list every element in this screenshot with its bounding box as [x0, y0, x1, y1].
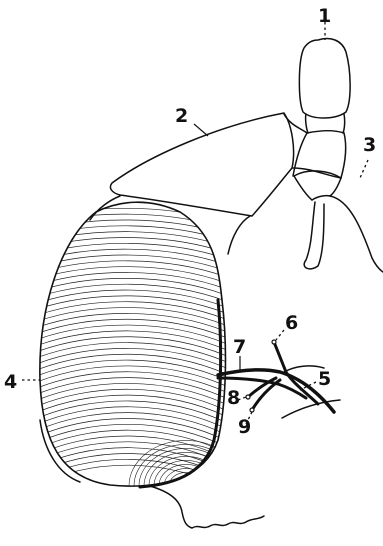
striation-line	[30, 348, 232, 370]
label-4: 4	[4, 371, 17, 393]
striation-line	[30, 302, 232, 322]
label-1: 1	[318, 5, 331, 27]
striation-line	[30, 208, 232, 224]
striation-line	[30, 284, 232, 303]
striated-body	[30, 202, 243, 492]
striation-arc	[164, 468, 208, 486]
label-6: 6	[285, 312, 298, 334]
striation-line	[30, 360, 232, 383]
striation-line	[30, 296, 232, 316]
label-7: 7	[233, 336, 246, 358]
striation-arc	[144, 452, 228, 486]
label-9: 9	[238, 416, 251, 438]
label-3: 3	[363, 134, 376, 156]
striation-line	[30, 202, 232, 218]
label-2: 2	[175, 105, 188, 127]
trailing-fiber	[150, 486, 264, 528]
striation-line	[30, 337, 232, 359]
striation-line	[30, 214, 232, 230]
label-8: 8	[227, 387, 240, 409]
striation-line	[30, 331, 232, 352]
striation-arc	[129, 440, 243, 486]
striation-line	[30, 290, 232, 309]
label-5: 5	[318, 368, 331, 390]
striation-line	[30, 343, 232, 365]
striation-line	[30, 354, 232, 376]
